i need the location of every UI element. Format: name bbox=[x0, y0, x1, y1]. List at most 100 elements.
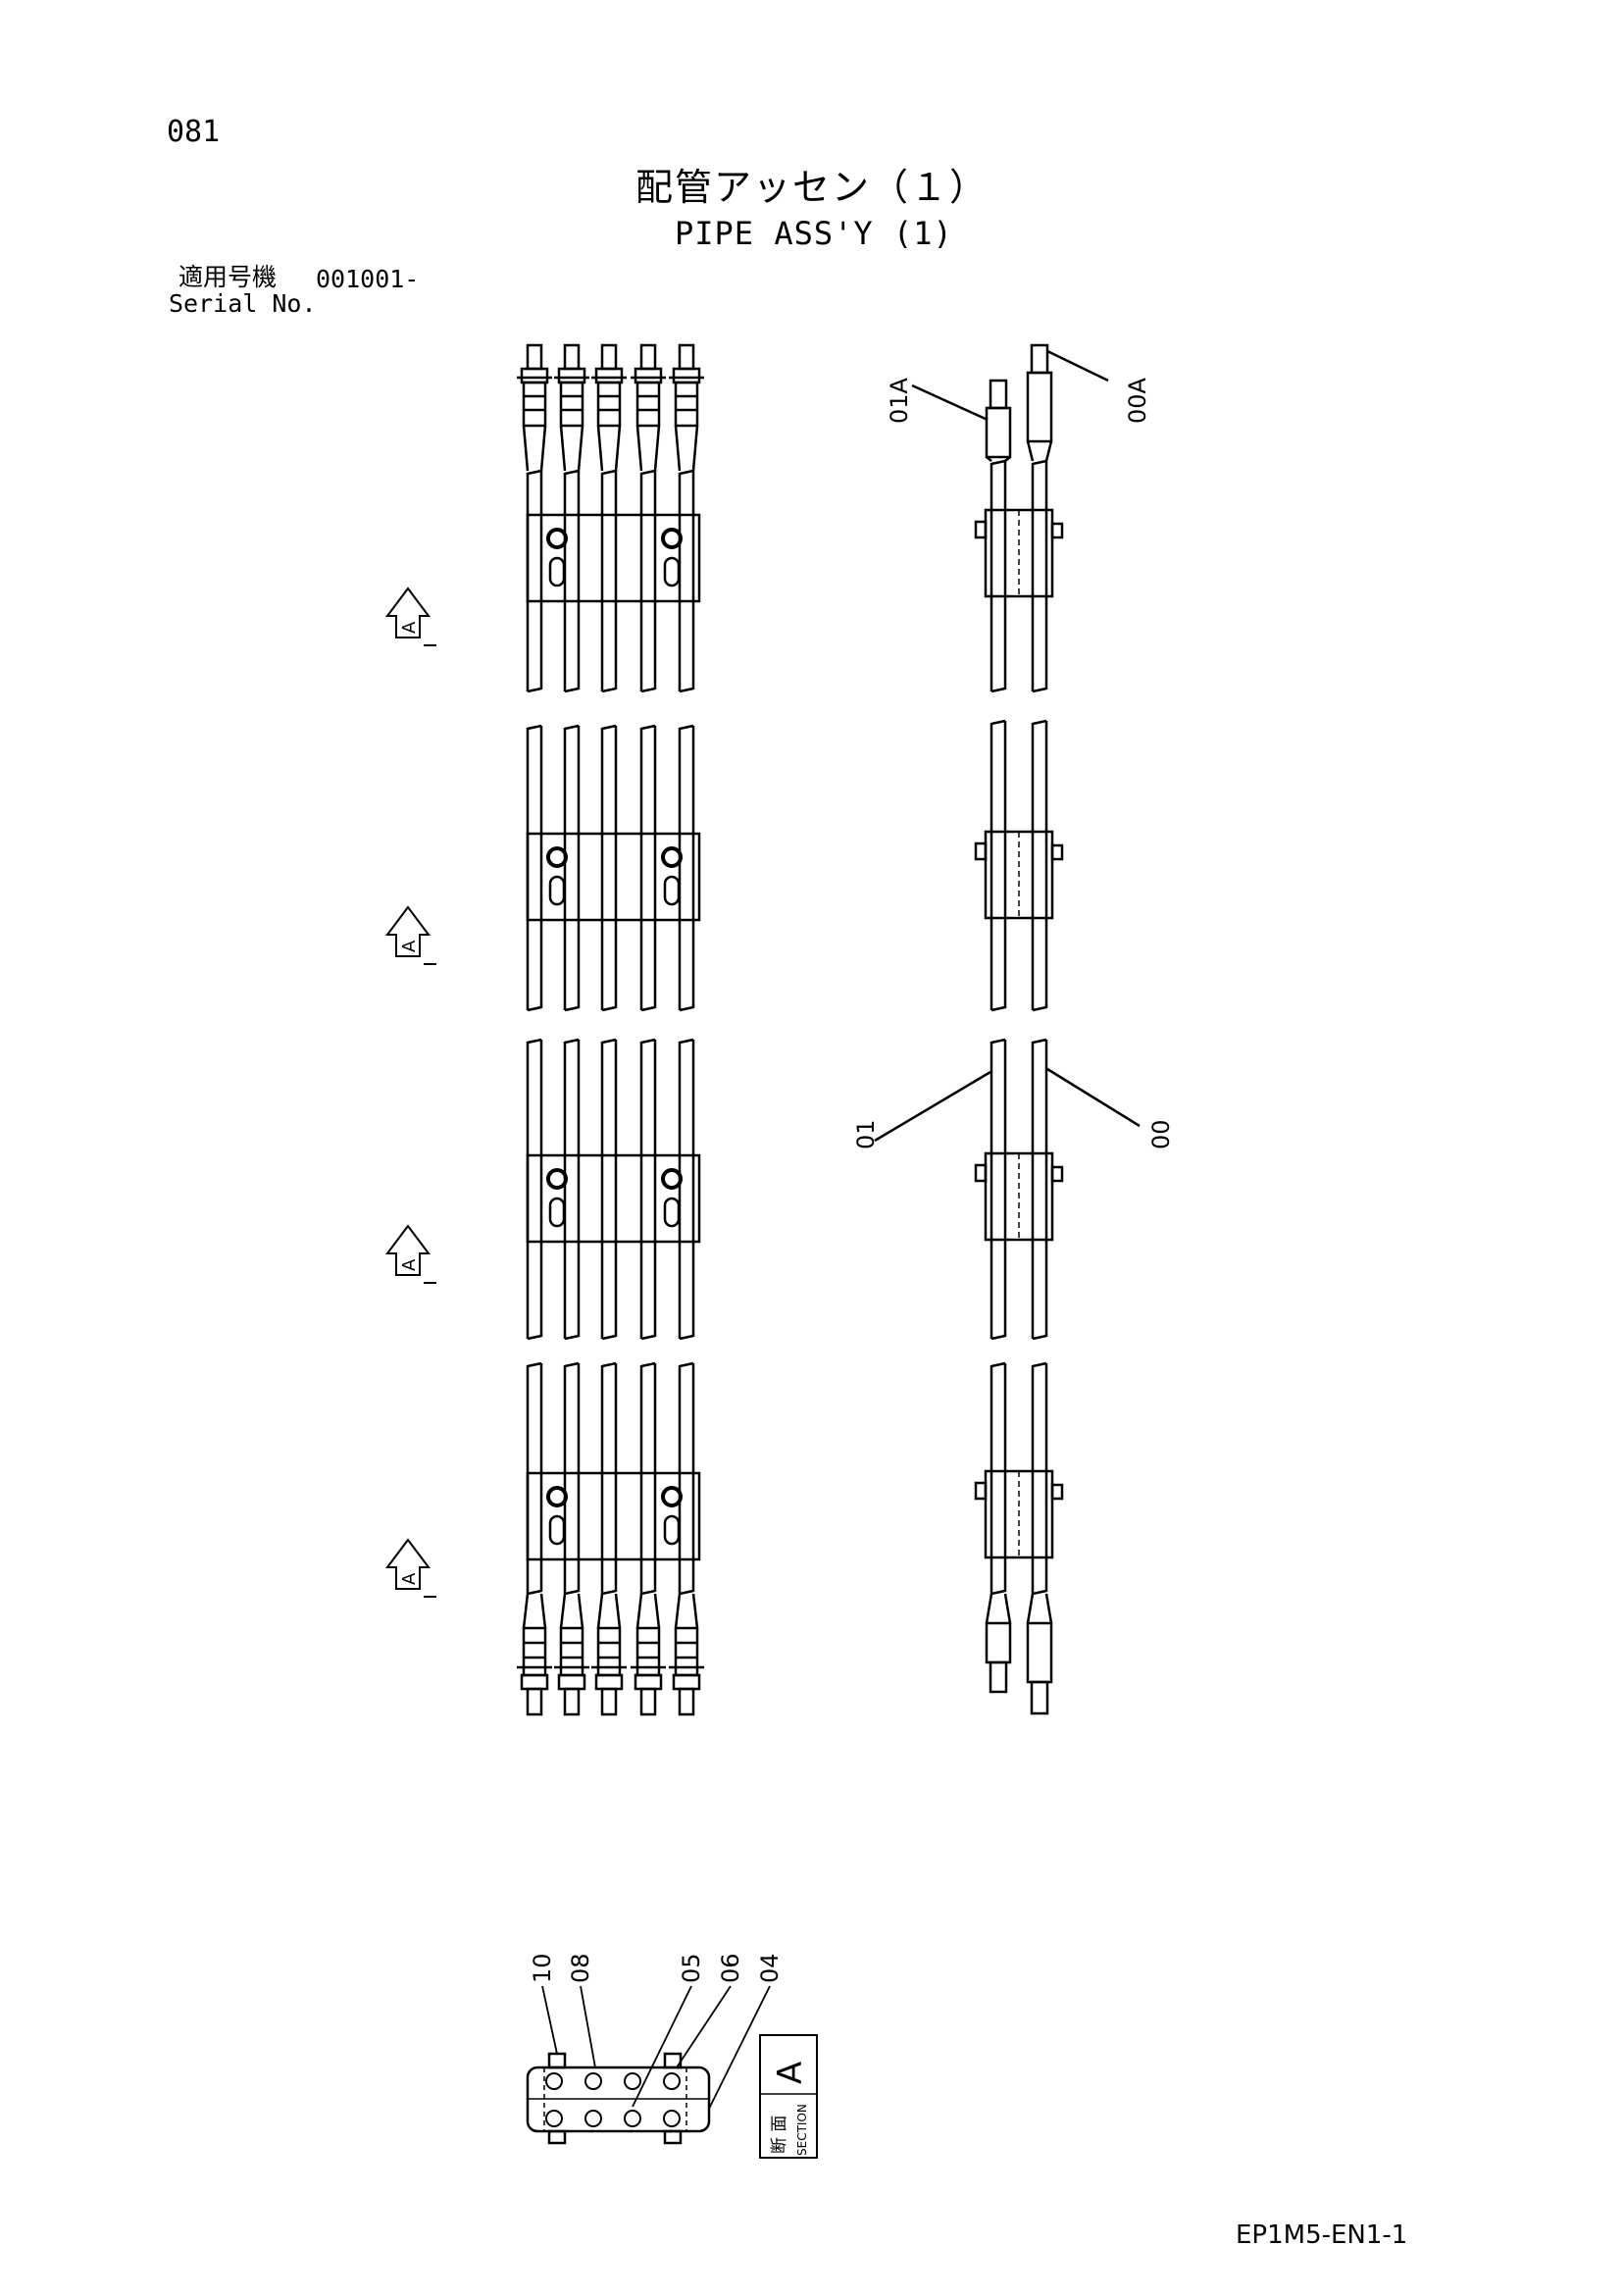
front-pipe-break bbox=[564, 469, 580, 476]
side-fitting-bottom-tip bbox=[989, 1660, 1008, 1694]
front-fitting-tip bbox=[678, 1687, 695, 1716]
front-fitting-tip bbox=[639, 343, 657, 371]
section-marker-letter: A bbox=[399, 940, 420, 952]
side-clamp-bolt-head bbox=[974, 842, 988, 861]
front-pipe-break bbox=[640, 687, 656, 693]
side-fitting-bottom-tip bbox=[1030, 1680, 1049, 1715]
front-pipe-break bbox=[640, 1334, 656, 1341]
side-fitting-01A-body bbox=[985, 406, 1012, 459]
front-fitting-tip bbox=[563, 343, 581, 371]
front-pipe-break bbox=[527, 1361, 542, 1368]
front-fitting-taper bbox=[635, 425, 661, 472]
front-pipe-break bbox=[640, 1361, 656, 1368]
front-clamp-bolt bbox=[661, 1486, 683, 1507]
front-pipe-break bbox=[679, 1589, 694, 1596]
leader-01A bbox=[911, 383, 989, 422]
front-pipe-break bbox=[679, 687, 694, 693]
front-pipe-break bbox=[679, 469, 694, 476]
label-05: 05 bbox=[678, 1953, 705, 1983]
section-pipe-hole bbox=[584, 2072, 602, 2090]
label-01: 01 bbox=[852, 1119, 880, 1149]
front-fitting-nut bbox=[520, 367, 549, 384]
section-holes bbox=[543, 2067, 687, 2131]
front-clamp-slot bbox=[663, 556, 681, 587]
leader-00 bbox=[1046, 1067, 1141, 1128]
front-pipe-break bbox=[601, 687, 617, 693]
leader-00A bbox=[1046, 349, 1109, 383]
front-fitting-nut bbox=[594, 367, 624, 384]
side-pipe-break bbox=[1032, 719, 1047, 726]
section-nut-left bbox=[547, 2129, 567, 2145]
front-clamps bbox=[526, 513, 701, 1561]
side-fitting-bottom-body bbox=[1026, 1621, 1053, 1684]
front-fitting-body bbox=[635, 381, 661, 428]
label-00: 00 bbox=[1147, 1119, 1175, 1149]
side-fitting-01A-tip bbox=[989, 379, 1008, 410]
section-marker-arrow bbox=[385, 905, 431, 957]
serial-number-value: 001001- bbox=[316, 265, 420, 293]
label-08: 08 bbox=[567, 1953, 594, 1983]
side-pipe-break bbox=[1032, 1005, 1047, 1012]
front-pipe-break bbox=[640, 724, 656, 731]
front-fitting-tip bbox=[563, 1687, 581, 1716]
section-bolt-left bbox=[547, 2052, 567, 2069]
front-fitting-nut bbox=[634, 1673, 663, 1691]
front-pipe-break bbox=[640, 1005, 656, 1012]
front-fitting-nut bbox=[634, 367, 663, 384]
front-fitting-body bbox=[522, 381, 547, 428]
front-fitting-body bbox=[674, 381, 699, 428]
front-view bbox=[517, 343, 704, 1716]
section-label-en: SECTION bbox=[795, 2104, 809, 2156]
side-fittings bbox=[985, 343, 1053, 1715]
section-marker-letter: A bbox=[399, 1258, 420, 1271]
front-fitting-taper bbox=[674, 1593, 699, 1629]
front-clamp-slot bbox=[548, 556, 566, 587]
section-pipe-hole bbox=[545, 2110, 563, 2127]
side-clamp-bolt-head bbox=[974, 1163, 988, 1183]
title-japanese: 配管アッセン（１） bbox=[635, 166, 990, 209]
front-pipe-break bbox=[679, 1361, 694, 1368]
section-marker-arrow bbox=[385, 1224, 431, 1276]
front-clamp-slot bbox=[548, 1514, 566, 1546]
section-marker-letter: A bbox=[399, 621, 420, 634]
side-pipe-break bbox=[990, 719, 1006, 726]
side-pipe-break bbox=[1032, 459, 1047, 466]
front-fitting-body bbox=[559, 381, 584, 428]
side-pipe-break bbox=[1032, 1334, 1047, 1341]
section-marker-arrow bbox=[385, 587, 431, 638]
front-pipe-break bbox=[564, 1005, 580, 1012]
front-fitting-tip bbox=[526, 343, 543, 371]
front-clamp-slot bbox=[548, 875, 566, 906]
side-clamps bbox=[974, 508, 1064, 1559]
front-fitting-taper bbox=[559, 1593, 584, 1629]
front-pipe-break bbox=[564, 1589, 580, 1596]
front-fitting-taper bbox=[635, 1593, 661, 1629]
front-clamp-bolt bbox=[661, 1168, 683, 1190]
section-pipe-hole bbox=[624, 2072, 641, 2090]
section-pipe-hole bbox=[663, 2110, 681, 2127]
front-pipe-break bbox=[601, 1038, 617, 1045]
front-clamp-bolt bbox=[546, 1486, 568, 1507]
side-clamp-nut bbox=[1050, 522, 1064, 539]
front-pipe-break bbox=[564, 1361, 580, 1368]
side-view: 01A 00A 01 00 bbox=[852, 343, 1175, 1715]
section-pipe-hole bbox=[624, 2110, 641, 2127]
front-pipe-break bbox=[601, 1334, 617, 1341]
front-pipe-break bbox=[564, 1038, 580, 1045]
front-clamp-slot bbox=[663, 875, 681, 906]
front-fitting-taper bbox=[522, 425, 547, 472]
front-fitting-taper bbox=[596, 425, 622, 472]
leader-05 bbox=[632, 1985, 692, 2108]
front-clamp-bolt bbox=[661, 846, 683, 868]
section-pipe-hole bbox=[663, 2072, 681, 2090]
label-01A: 01A bbox=[886, 377, 913, 424]
front-fitting-nut bbox=[594, 1673, 624, 1691]
side-pipe-break bbox=[990, 1038, 1006, 1045]
side-pipe-break bbox=[1032, 687, 1047, 693]
front-fitting-nut bbox=[520, 1673, 549, 1691]
front-pipe-break bbox=[679, 1005, 694, 1012]
label-06: 06 bbox=[717, 1953, 744, 1983]
front-pipe-break bbox=[527, 1589, 542, 1596]
front-clamp-bolt bbox=[546, 1168, 568, 1190]
